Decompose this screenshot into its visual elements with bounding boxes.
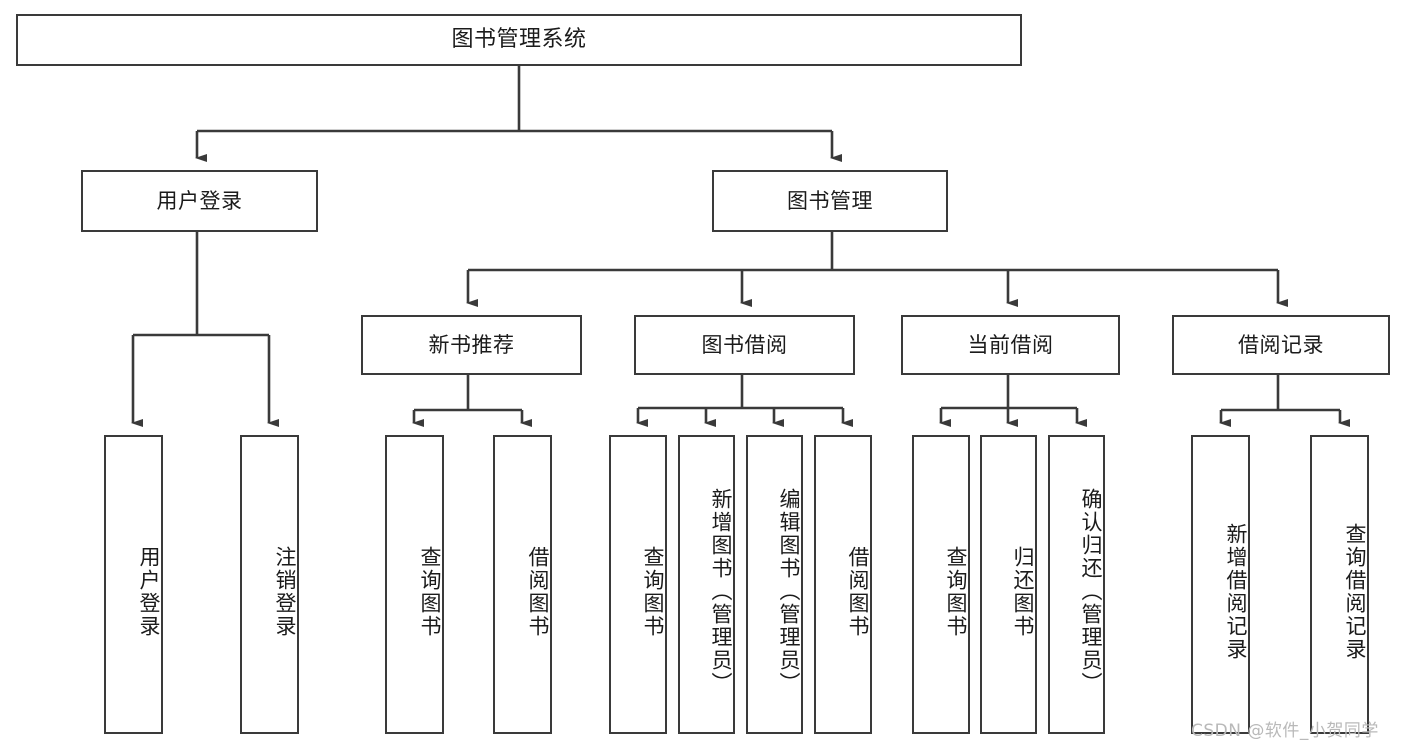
node-label: 确认归还（管理员） <box>1079 488 1103 695</box>
leaf-query-books-current[interactable]: 查询图书 <box>912 435 970 734</box>
node-label: 新书推荐 <box>428 332 515 357</box>
leaf-borrow-books-recommend[interactable]: 借阅图书 <box>493 435 552 734</box>
leaf-borrow-books-borrow[interactable]: 借阅图书 <box>814 435 872 734</box>
node-label: 查询图书 <box>944 545 968 638</box>
node-user-login-module[interactable]: 用户登录 <box>81 170 318 232</box>
leaf-query-borrow-record[interactable]: 查询借阅记录 <box>1310 435 1369 734</box>
node-label: 借阅记录 <box>1238 332 1324 357</box>
node-label: 图书管理 <box>787 188 873 213</box>
node-label: 查询借阅记录 <box>1343 522 1367 661</box>
leaf-logout[interactable]: 注销登录 <box>240 435 299 734</box>
node-label: 借阅图书 <box>526 545 550 638</box>
node-label: 编辑图书（管理员） <box>777 488 801 695</box>
leaf-confirm-return-admin[interactable]: 确认归还（管理员） <box>1048 435 1105 734</box>
node-label: 当前借阅 <box>967 332 1054 357</box>
node-label: 图书管理系统 <box>451 27 587 53</box>
node-label: 借阅图书 <box>846 545 870 638</box>
node-book-borrow[interactable]: 图书借阅 <box>634 315 855 375</box>
leaf-return-books[interactable]: 归还图书 <box>980 435 1037 734</box>
leaf-user-login[interactable]: 用户登录 <box>104 435 163 734</box>
node-label: 归还图书 <box>1011 545 1035 638</box>
node-label: 新增借阅记录 <box>1224 522 1248 661</box>
leaf-query-books-recommend[interactable]: 查询图书 <box>385 435 444 734</box>
node-label: 查询图书 <box>418 545 442 638</box>
node-label: 查询图书 <box>641 545 665 638</box>
node-label: 图书借阅 <box>701 332 788 357</box>
leaf-query-books-borrow[interactable]: 查询图书 <box>609 435 667 734</box>
node-book-management-module[interactable]: 图书管理 <box>712 170 948 232</box>
csdn-watermark: CSDN @软件_小贺同学 <box>1191 721 1379 741</box>
node-label: 用户登录 <box>156 188 243 213</box>
node-root-library-system[interactable]: 图书管理系统 <box>16 14 1022 66</box>
leaf-edit-book-admin[interactable]: 编辑图书（管理员） <box>746 435 803 734</box>
leaf-add-book-admin[interactable]: 新增图书（管理员） <box>678 435 735 734</box>
leaf-add-borrow-record[interactable]: 新增借阅记录 <box>1191 435 1250 734</box>
node-borrow-records[interactable]: 借阅记录 <box>1172 315 1390 375</box>
node-label: 注销登录 <box>273 545 297 638</box>
node-new-book-recommend[interactable]: 新书推荐 <box>361 315 582 375</box>
node-label: 新增图书（管理员） <box>709 488 733 695</box>
node-label: 用户登录 <box>137 545 161 638</box>
node-current-borrow[interactable]: 当前借阅 <box>901 315 1120 375</box>
